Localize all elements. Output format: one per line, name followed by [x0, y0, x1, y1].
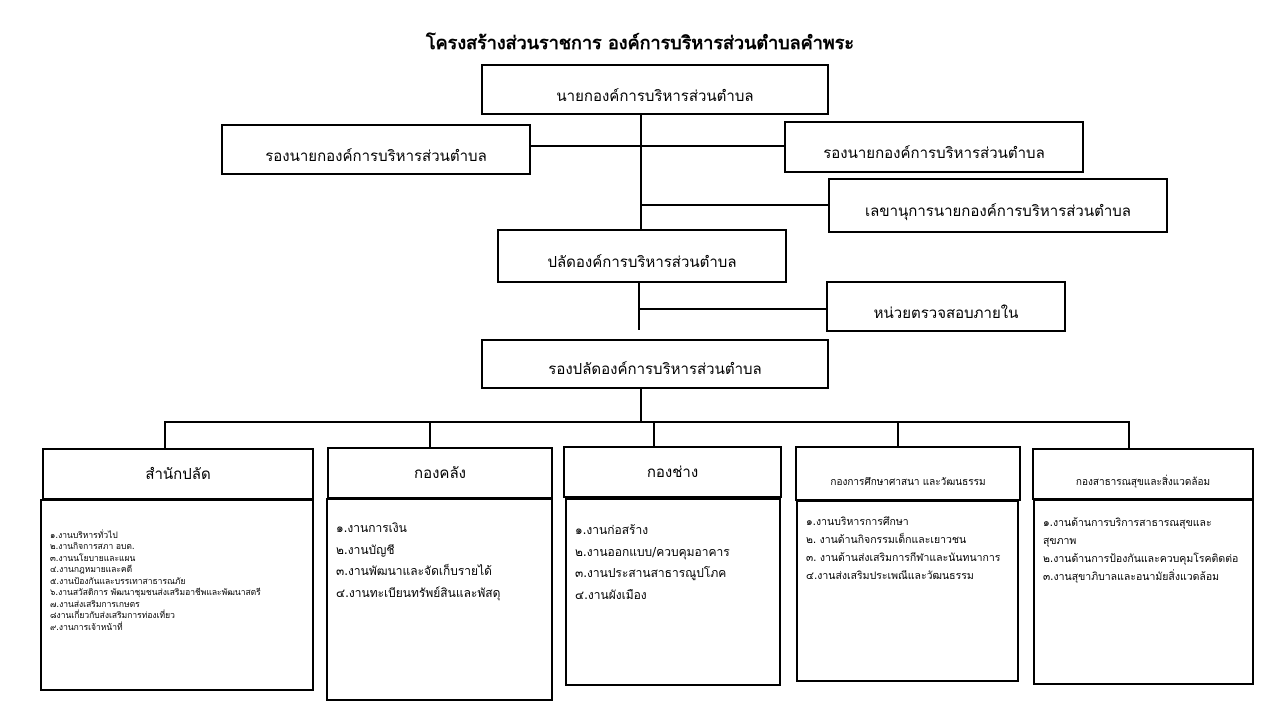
connector-dept-2-vertical: [429, 421, 431, 448]
dept-name: กองช่าง: [646, 463, 699, 481]
connector-main-vertical-upper: [640, 114, 642, 230]
list-item: ๑.งานบริหารการศึกษา: [806, 516, 909, 528]
connector-deputy-horizontal: [530, 145, 784, 147]
chief-admin-box: ปลัดองค์การบริหารส่วนตำบล: [497, 229, 787, 283]
dept-head-office-of-chief: สำนักปลัด: [42, 448, 314, 500]
page-title: โครงสร้างส่วนราชการ องค์การบริหารส่วนตำบ…: [425, 33, 855, 54]
connector-secretary-horizontal: [641, 204, 829, 206]
connector-main-vertical-middle: [638, 282, 640, 330]
connector-dept-1-vertical: [164, 421, 166, 449]
dept-body-office-of-chief: ๑.งานบริหารทั่วไป ๒.งานกิจการสภา อบต. ๓.…: [40, 499, 314, 691]
dept-body-education: ๑.งานบริหารการศึกษา ๒. งานด้านกิจกรรมเด็…: [796, 500, 1019, 682]
connector-dept-4-vertical: [897, 421, 899, 447]
connector-departments-horizontal: [164, 421, 1130, 423]
list-item: ๔.งานทะเบียนทรัพย์สินและพัสดุ: [336, 585, 501, 600]
list-item: ๖.งานสวัสดิการ พัฒนาชุมชนส่งเสริมอาชีพแล…: [50, 588, 261, 599]
deputy-chief-admin-label: รองปลัดองค์การบริหารส่วนตำบล: [548, 360, 762, 378]
deputy-mayor-right-label: รองนายกองค์การบริหารส่วนตำบล: [823, 144, 1045, 162]
list-item: ๓.งานสุขาภิบาลและอนามัยสิ่งแวดล้อม: [1043, 570, 1220, 583]
deputy-chief-admin-box: รองปลัดองค์การบริหารส่วนตำบล: [481, 339, 829, 389]
list-item: ๓.งานพัฒนาและจัดเก็บรายได้: [336, 564, 492, 579]
deputy-mayor-left-box: รองนายกองค์การบริหารส่วนตำบล: [221, 124, 531, 175]
list-item: ๓.งานนโยบายและแผน: [50, 553, 136, 564]
dept-head-education: กองการศึกษาศาสนา และวัฒนธรรม: [795, 446, 1021, 501]
dept-name: กองคลัง: [414, 464, 466, 482]
list-item: ๒. งานด้านกิจกรรมเด็กและเยาวชน: [806, 533, 967, 546]
dept-name: กองสาธารณสุขและสิ่งแวดล้อม: [1075, 476, 1211, 488]
connector-audit-horizontal: [639, 308, 827, 310]
list-item: ๒.งานบัญชี: [336, 542, 395, 557]
internal-audit-box: หน่วยตรวจสอบภายใน: [826, 281, 1066, 332]
dept-head-finance: กองคลัง: [327, 447, 553, 499]
connector-dept-5-vertical: [1128, 421, 1130, 449]
chief-admin-label: ปลัดองค์การบริหารส่วนตำบล: [547, 253, 737, 271]
list-item: ๑.งานก่อสร้าง: [575, 523, 649, 537]
secretary-label: เลขานุการนายกองค์การบริหารส่วนตำบล: [865, 201, 1131, 220]
list-item: ๔.งานกฎหมายและคดี: [50, 565, 133, 576]
list-item: ๗.งานส่งเสริมการเกษตร: [50, 599, 140, 610]
dept-name: กองการศึกษาศาสนา และวัฒนธรรม: [830, 477, 986, 488]
dept-head-engineering: กองช่าง: [563, 446, 782, 498]
list-item: ๓.งานประสานสาธารณูปโภค: [575, 566, 727, 581]
mayor-box: นายกองค์การบริหารส่วนตำบล: [481, 64, 829, 115]
dept-body-engineering: ๑.งานก่อสร้าง ๒.งานออกแบบ/ควบคุมอาคาร ๓.…: [565, 498, 781, 686]
list-item: ๓. งานด้านส่งเสริมการกีฬาและนันทนาการ: [806, 551, 1001, 564]
dept-head-public-health: กองสาธารณสุขและสิ่งแวดล้อม: [1032, 448, 1254, 500]
internal-audit-label: หน่วยตรวจสอบภายใน: [873, 303, 1019, 322]
list-item: ๑.งานบริหารทั่วไป: [50, 531, 118, 541]
list-item: ๕.งานป้องกันและบรรเทาสาธารณภัย: [50, 576, 186, 587]
list-item: ๒.งานออกแบบ/ควบคุมอาคาร: [575, 544, 730, 559]
list-item: ๔.งานส่งเสริมประเพณีและวัฒนธรรม: [806, 569, 974, 582]
mayor-label: นายกองค์การบริหารส่วนตำบล: [556, 86, 754, 105]
connector-dept-3-vertical: [653, 421, 655, 446]
list-item: ๒.งานกิจการสภา อบต.: [50, 542, 135, 553]
secretary-box: เลขานุการนายกองค์การบริหารส่วนตำบล: [828, 178, 1168, 233]
list-item: ๑.งานด้านการบริการสาธารณสุขและสุขภาพ: [1043, 517, 1212, 547]
list-item: ๑.งานการเงิน: [336, 521, 407, 535]
list-item: ๘งานเกี่ยวกับส่งเสริมการท่องเที่ยว: [50, 611, 175, 622]
list-item: ๒.งานด้านการป้องกันและควบคุมโรคติดต่อ: [1043, 552, 1239, 565]
list-item: ๙.งานการเจ้าหน้าที่: [50, 622, 123, 633]
connector-main-vertical-lower: [640, 388, 642, 422]
deputy-mayor-left-label: รองนายกองค์การบริหารส่วนตำบล: [265, 146, 487, 165]
deputy-mayor-right-box: รองนายกองค์การบริหารส่วนตำบล: [784, 121, 1084, 173]
dept-body-public-health: ๑.งานด้านการบริการสาธารณสุขและสุขภาพ ๒.ง…: [1033, 499, 1254, 685]
dept-name: สำนักปลัด: [145, 465, 211, 483]
list-item: ๔.งานผังเมือง: [575, 587, 647, 602]
dept-body-finance: ๑.งานการเงิน ๒.งานบัญชี ๓.งานพัฒนาและจัด…: [326, 498, 553, 701]
